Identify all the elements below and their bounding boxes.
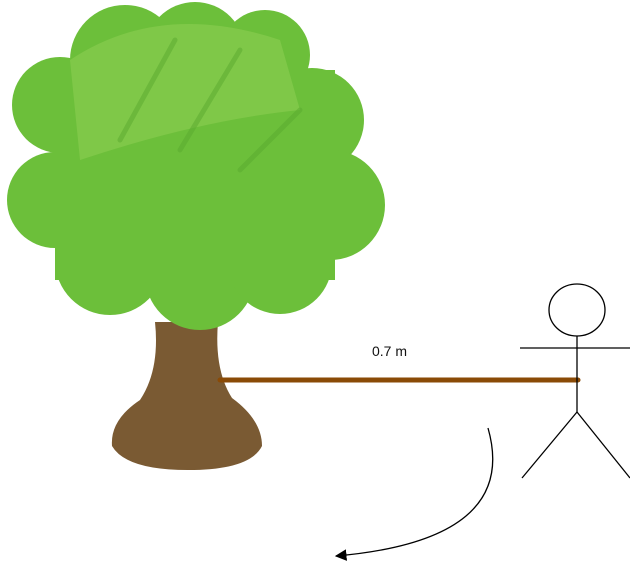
person-head — [548, 283, 606, 337]
person-right-leg — [576, 411, 630, 479]
tree-icon — [7, 2, 385, 470]
person-left-leg — [521, 411, 578, 479]
curved-arrow-icon — [334, 427, 494, 561]
tree-foliage — [7, 2, 385, 330]
distance-label: 0.7 m — [372, 343, 407, 359]
stick-figure-icon — [520, 283, 630, 479]
tree-trunk — [111, 322, 262, 470]
